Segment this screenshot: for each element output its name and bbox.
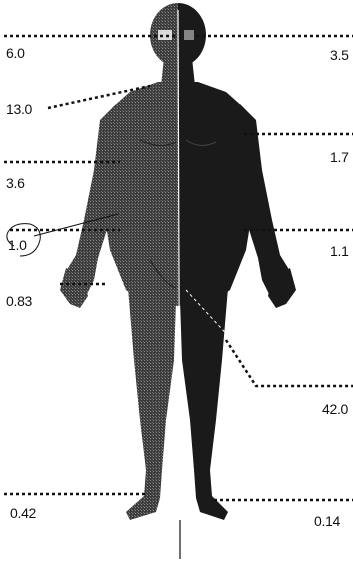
- right-value-3: 1.1: [330, 243, 349, 259]
- right-value-2: 1.7: [330, 149, 349, 165]
- right-value-4: 42.0: [322, 401, 349, 417]
- left-value-5: 0.83: [6, 293, 33, 309]
- left-value-2: 13.0: [6, 101, 33, 117]
- right-value-1: 3.5: [330, 47, 349, 63]
- leader-right-4: [226, 340, 353, 386]
- right-value-5: 0.14: [314, 513, 341, 529]
- left-value-4: 1.0: [8, 237, 27, 253]
- left-value-1: 6.0: [6, 45, 25, 61]
- left-value-6: 0.42: [10, 505, 37, 521]
- left-value-3: 3.6: [6, 175, 25, 191]
